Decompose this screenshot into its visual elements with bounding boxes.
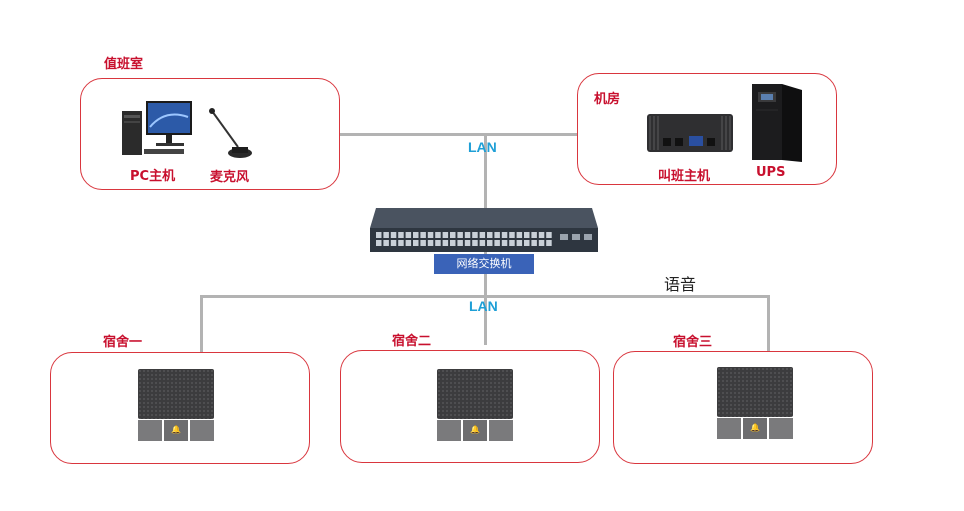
network-switch-icon bbox=[370, 208, 598, 252]
call-host-label: 叫班主机 bbox=[658, 169, 711, 184]
lan-link-vertical-bottom bbox=[484, 252, 487, 345]
ups-label: UPS bbox=[756, 165, 786, 180]
network-switch-label: 网络交换机 bbox=[434, 254, 534, 274]
pc-icon bbox=[122, 101, 192, 155]
lan-drop-dorm-3 bbox=[767, 295, 770, 352]
machine-room-label: 机房 bbox=[594, 92, 621, 107]
call-button-icon: 🔔 bbox=[171, 425, 181, 434]
ups-icon bbox=[752, 84, 802, 162]
call-button-icon: 🔔 bbox=[470, 425, 480, 434]
intercom-terminal-dorm-2: 🔔 bbox=[437, 369, 513, 441]
lan-link-bus bbox=[200, 295, 770, 298]
lan-label-bottom: LAN bbox=[469, 298, 498, 314]
mic-label: 麦克风 bbox=[210, 170, 250, 185]
pc-label: PC主机 bbox=[130, 169, 176, 184]
dorm-3-label: 宿舍三 bbox=[673, 335, 713, 350]
duty-room-label: 值班室 bbox=[104, 57, 144, 72]
microphone-icon bbox=[209, 108, 252, 158]
call-host-icon bbox=[647, 114, 733, 152]
intercom-terminal-dorm-1: 🔔 bbox=[138, 369, 214, 441]
intercom-terminal-dorm-3: 🔔 bbox=[717, 367, 793, 439]
call-button-icon: 🔔 bbox=[750, 423, 760, 432]
lan-link-top bbox=[340, 133, 578, 136]
lan-link-vertical-top bbox=[484, 134, 487, 210]
dorm-1-label: 宿舍一 bbox=[103, 335, 143, 350]
lan-drop-dorm-1 bbox=[200, 295, 203, 352]
dorm-2-label: 宿舍二 bbox=[392, 334, 432, 349]
voice-label: 语音 bbox=[664, 275, 697, 294]
lan-label-top: LAN bbox=[468, 139, 497, 155]
